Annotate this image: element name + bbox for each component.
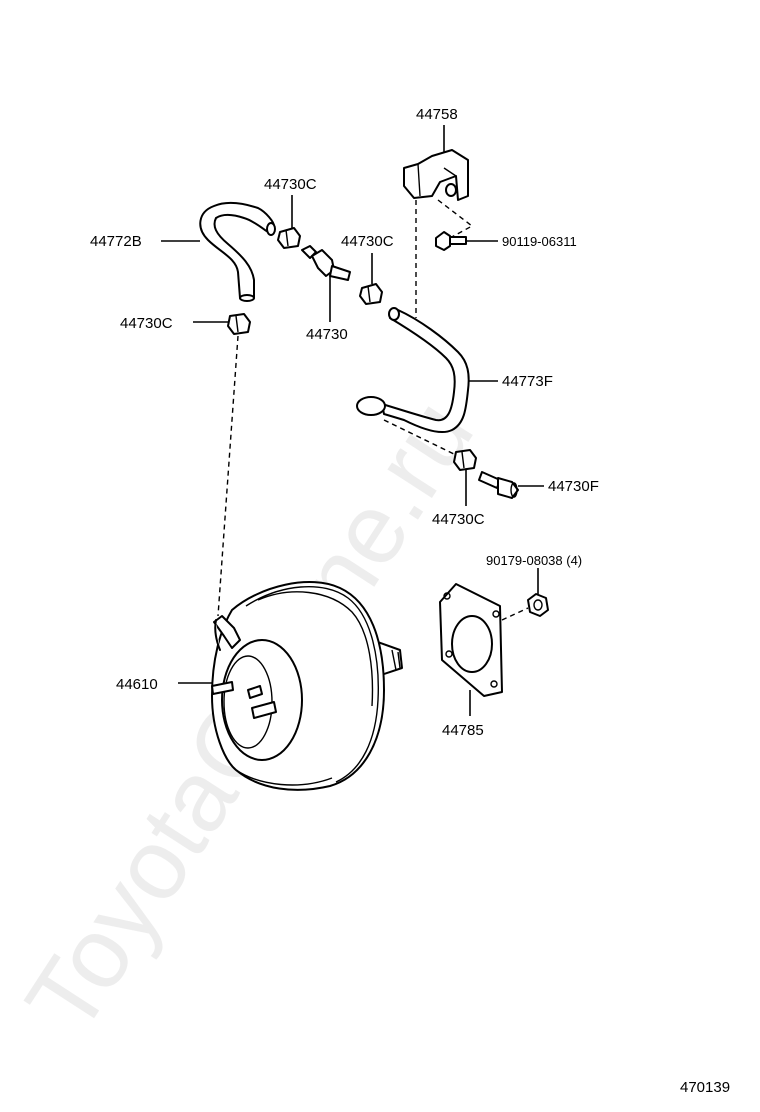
- brake-booster-44610[interactable]: [211, 581, 403, 791]
- label-44730C-mid: 44730C: [341, 233, 394, 250]
- label-44730: 44730: [306, 326, 348, 343]
- bolt-90119-06311[interactable]: [435, 231, 467, 251]
- connector-44730F[interactable]: [478, 471, 519, 499]
- hose-44773F[interactable]: [356, 307, 470, 434]
- clamp-44730C-top[interactable]: [277, 227, 301, 249]
- label-44730C-bottom: 44730C: [432, 511, 485, 528]
- clamp-44730C-mid[interactable]: [359, 283, 383, 305]
- label-90179-08038: 90179-08038 (4): [486, 553, 582, 568]
- label-44730C-left: 44730C: [120, 315, 173, 332]
- label-44785: 44785: [442, 722, 484, 739]
- label-44610: 44610: [116, 676, 158, 693]
- diagram-id: 470139: [680, 1079, 730, 1096]
- label-44730F: 44730F: [548, 478, 599, 495]
- nut-90179-08038[interactable]: [527, 593, 549, 617]
- label-90119-06311: 90119-06311: [502, 234, 577, 249]
- label-44773F: 44773F: [502, 373, 553, 390]
- clamp-44730C-left[interactable]: [227, 313, 251, 335]
- label-44772B: 44772B: [90, 233, 142, 250]
- label-44730C-top: 44730C: [264, 176, 317, 193]
- clamp-44730C-bottom[interactable]: [453, 449, 477, 471]
- check-valve-44730[interactable]: [301, 245, 351, 281]
- label-44758: 44758: [416, 106, 458, 123]
- hose-44772B[interactable]: [199, 201, 276, 302]
- bracket-44758[interactable]: [403, 149, 469, 201]
- gasket-44785[interactable]: [439, 583, 503, 697]
